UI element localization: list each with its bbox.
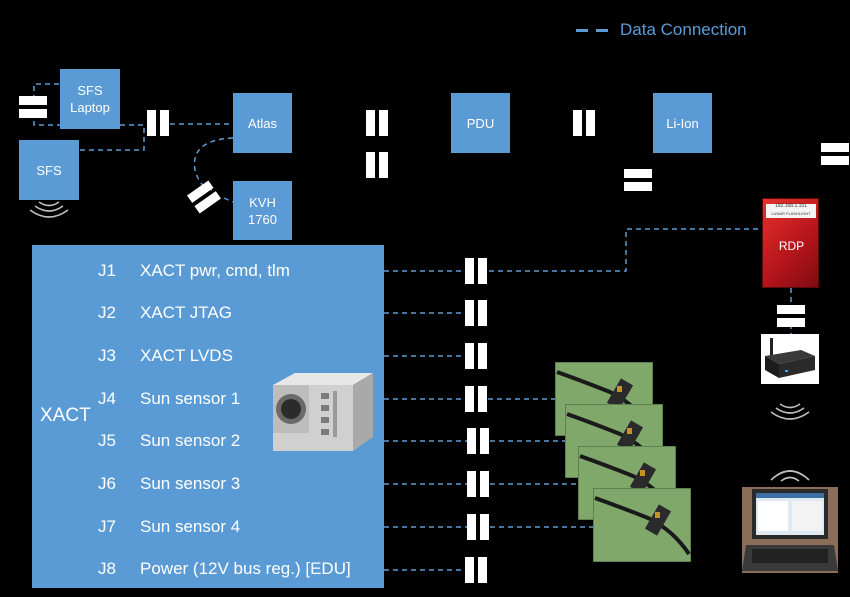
connector-icon bbox=[366, 152, 388, 178]
star-tracker-photo bbox=[273, 373, 373, 451]
port-row: J2 XACT JTAG bbox=[98, 303, 232, 323]
port-name: Sun sensor 1 bbox=[140, 389, 241, 408]
rdp-plate bbox=[766, 204, 816, 218]
port-id: J3 bbox=[98, 346, 116, 365]
sfs-laptop-box: SFS Laptop bbox=[60, 69, 120, 129]
port-id: J7 bbox=[98, 517, 116, 536]
rdp-label: RDP bbox=[778, 239, 805, 253]
port-id: J4 bbox=[98, 389, 116, 408]
li-ion-box: Li-Ion bbox=[653, 93, 712, 153]
port-id: J5 bbox=[98, 431, 116, 450]
wifi-icon bbox=[29, 201, 69, 218]
port-name: XACT LVDS bbox=[140, 346, 233, 365]
connector-j4 bbox=[465, 386, 487, 412]
port-row: J6 Sun sensor 3 bbox=[98, 474, 240, 494]
port-name: XACT pwr, cmd, tlm bbox=[140, 261, 290, 280]
rdp-ip-label: 192.168.1.151 bbox=[775, 203, 807, 209]
port-row: J8 Power (12V bus reg.) [EDU] bbox=[98, 559, 351, 579]
sun-sensor-photo bbox=[593, 488, 691, 562]
connector-j7 bbox=[467, 514, 489, 540]
connector-j1 bbox=[465, 258, 487, 284]
wire-sfs-atlas bbox=[80, 125, 145, 151]
connector-icon bbox=[777, 305, 805, 327]
port-row: J3 XACT LVDS bbox=[98, 346, 233, 366]
rdp-box: 192.168.1.151 LUNAR FLASHLIGHT RDP bbox=[762, 198, 819, 288]
connector-j5 bbox=[467, 428, 489, 454]
laptop-photo bbox=[742, 487, 838, 573]
port-id: J2 bbox=[98, 303, 116, 322]
connector-j6 bbox=[467, 471, 489, 497]
port-id: J1 bbox=[98, 261, 116, 280]
connector-icon bbox=[19, 96, 47, 118]
port-id: J8 bbox=[98, 559, 116, 578]
connector-icon bbox=[573, 110, 595, 136]
connector-j8 bbox=[465, 557, 487, 583]
connector-icon bbox=[366, 110, 388, 136]
wire-atlas-kvh-end bbox=[223, 197, 234, 203]
atlas-box: Atlas bbox=[233, 93, 292, 153]
port-row: J7 Sun sensor 4 bbox=[98, 517, 240, 537]
connector-icon bbox=[147, 110, 169, 136]
connector-j2 bbox=[465, 300, 487, 326]
port-name: Sun sensor 2 bbox=[140, 431, 241, 450]
kvh-box: KVH 1760 bbox=[233, 181, 292, 240]
port-id: J6 bbox=[98, 474, 116, 493]
wifi-icon bbox=[770, 403, 810, 420]
dashed-line-icon bbox=[576, 28, 608, 32]
xact-box: XACT J1 XACT pwr, cmd, tlm J2 XACT JTAG J3… bbox=[32, 245, 384, 588]
connector-j3 bbox=[465, 343, 487, 369]
legend: Data Connection bbox=[576, 20, 747, 40]
pdu-box: PDU bbox=[451, 93, 510, 153]
rdp-plate-label: LUNAR FLASHLIGHT bbox=[771, 211, 811, 216]
wire-atlas-kvh bbox=[193, 137, 234, 191]
port-row: J1 XACT pwr, cmd, tlm bbox=[98, 261, 290, 281]
port-name: XACT JTAG bbox=[140, 303, 232, 322]
legend-label: Data Connection bbox=[620, 20, 747, 39]
wifi-icon bbox=[770, 470, 810, 482]
port-row: J5 Sun sensor 2 bbox=[98, 431, 240, 451]
connector-icon bbox=[624, 169, 652, 191]
port-name: Sun sensor 4 bbox=[140, 517, 241, 536]
port-row: J4 Sun sensor 1 bbox=[98, 389, 240, 409]
wire-j1-rdp bbox=[489, 228, 762, 272]
sfs-box: SFS bbox=[19, 140, 79, 200]
router-photo bbox=[761, 334, 819, 384]
xact-label: XACT bbox=[40, 405, 91, 426]
port-name: Sun sensor 3 bbox=[140, 474, 241, 493]
connector-icon bbox=[821, 143, 849, 165]
port-name: Power (12V bus reg.) [EDU] bbox=[140, 559, 351, 578]
